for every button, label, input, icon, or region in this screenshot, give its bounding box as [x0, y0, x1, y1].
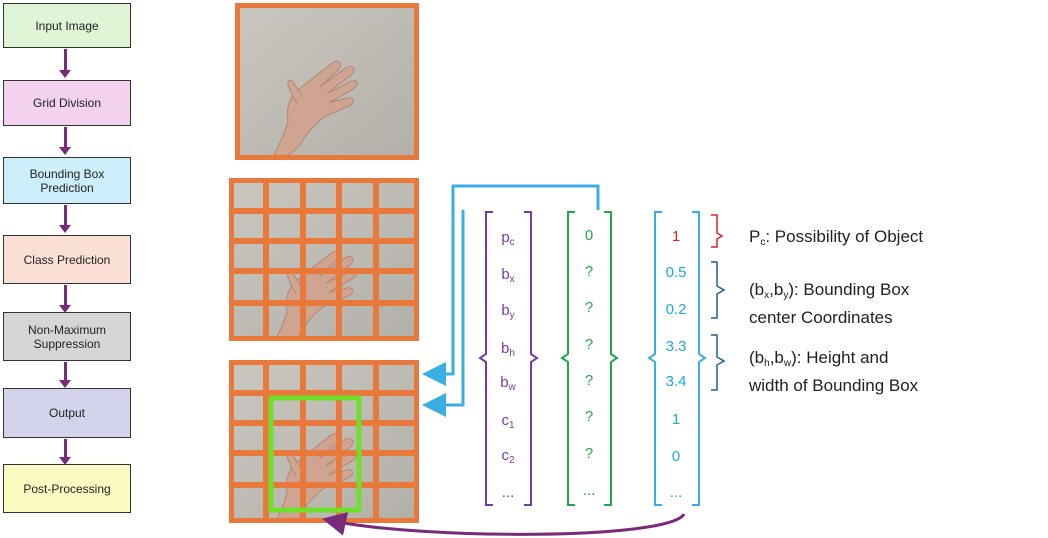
step-label: Input Image [35, 18, 99, 33]
vector-value: 1 [671, 228, 681, 245]
vector-value: ? [584, 336, 594, 353]
vector-label: by [501, 302, 515, 321]
center-annotation: (bx,by): Bounding Box center Coordinates [749, 279, 909, 329]
center-bracket [711, 261, 726, 319]
input-image [235, 3, 419, 160]
vector-value: ? [584, 299, 594, 316]
flow-arrow [59, 205, 71, 233]
vector-value: 0 [671, 448, 681, 465]
pc-bracket [711, 214, 724, 248]
step-label: Bounding Box Prediction [29, 166, 105, 195]
center-annotation-line1: (bx,by): Bounding Box [749, 280, 910, 301]
flow-arrow [59, 285, 71, 313]
vector-value: 0 [584, 227, 594, 244]
vector-label: bh [501, 340, 515, 359]
size-bracket [711, 334, 726, 391]
step-label: Grid Division [32, 96, 101, 110]
vector-value: ? [584, 372, 594, 389]
vector-value: ... [669, 484, 683, 501]
vector-value: ? [584, 263, 594, 280]
flow-arrow [59, 439, 71, 465]
flow-arrow [59, 362, 71, 388]
vector-value: 3.3 [665, 338, 687, 355]
vector-value: 1 [671, 411, 681, 428]
vector-value: ... [582, 482, 596, 499]
hand-photo [240, 8, 414, 155]
grid-lines [234, 183, 414, 336]
step-output: Output [3, 388, 131, 438]
vector-label: bx [501, 266, 515, 285]
vector-label: ... [501, 484, 515, 501]
step-grid-division: Grid Division [3, 80, 131, 126]
flow-arrow [59, 127, 71, 155]
vector-label: bw [500, 374, 516, 393]
grid-lines [234, 365, 414, 518]
step-label: Class Prediction [23, 252, 111, 267]
output-image [229, 360, 419, 523]
step-input-image: Input Image [3, 3, 131, 48]
size-annotation: (bh,bw): Height and width of Bounding Bo… [749, 347, 918, 397]
grid-image [229, 178, 419, 341]
vector-value: 3.4 [665, 373, 687, 390]
size-annotation-line1: (bh,bw): Height and [749, 348, 889, 369]
step-label: Post-Processing [23, 481, 111, 496]
pc-annotation: Pc: Possibility of Object [749, 227, 924, 248]
step-post-processing: Post-Processing [3, 464, 131, 513]
center-annotation-line2: center Coordinates [749, 308, 893, 327]
step-non-maximum-suppression: Non-Maximum Suppression [3, 312, 131, 361]
bounding-box [268, 395, 362, 513]
connector-arrow [422, 210, 465, 417]
flow-arrow [59, 49, 71, 78]
vector-value: ? [584, 408, 594, 425]
vector-label: pc [501, 229, 515, 248]
vector-label: c1 [501, 412, 515, 431]
vector-label: c2 [501, 447, 515, 466]
vector-value: 0.5 [665, 264, 687, 281]
step-label: Output [48, 406, 86, 420]
vector-value: 0.2 [665, 301, 687, 318]
size-annotation-line2: width of Bounding Box [749, 376, 919, 395]
step-bounding-box-prediction: Bounding Box Prediction [3, 157, 131, 204]
step-class-prediction: Class Prediction [3, 235, 131, 284]
step-label: Non-Maximum Suppression [27, 322, 106, 351]
vector-value: ? [584, 445, 594, 462]
